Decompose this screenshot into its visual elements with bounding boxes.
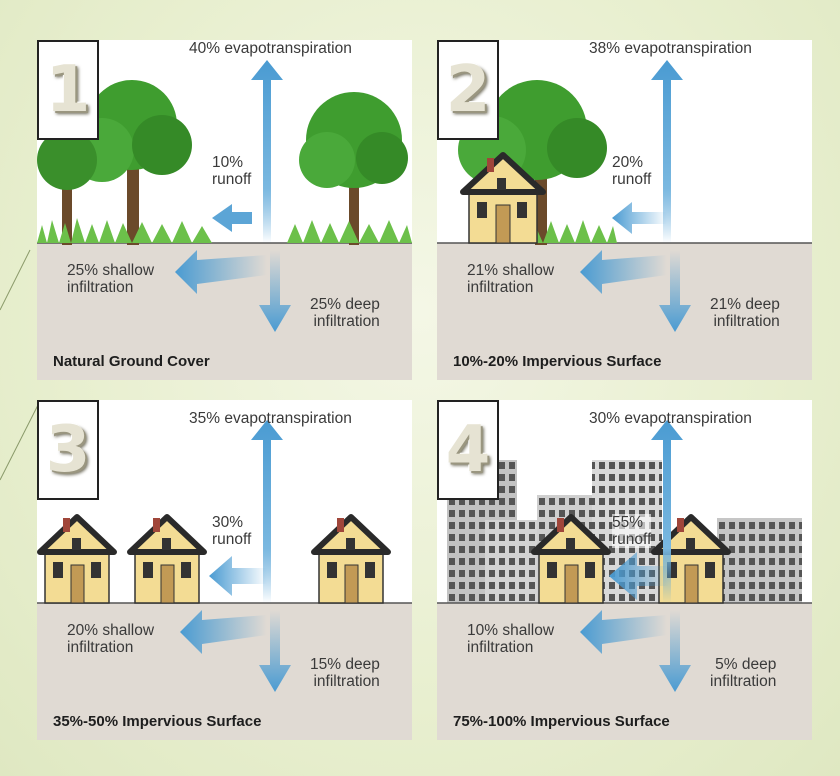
runoff-arrow xyxy=(609,552,669,600)
panel-number: 1 xyxy=(37,40,99,140)
grass-icon xyxy=(37,218,412,243)
evapotranspiration-label: 35% evapotranspiration xyxy=(189,410,352,427)
shallow-infiltration-label: 20% shallow infiltration xyxy=(67,622,155,656)
evapotranspiration-arrow xyxy=(651,420,683,603)
shallow-infiltration-arrow xyxy=(180,610,267,654)
deep-infiltration-label: 15% deep infiltration xyxy=(310,656,380,690)
scene-4 xyxy=(437,420,812,740)
runoff-label: 10% runoff xyxy=(212,154,252,188)
panel-natural-ground-cover: 1 40% evapotranspiration 10% runoff 25% … xyxy=(37,40,412,380)
scene-2 xyxy=(437,60,812,380)
scene-1 xyxy=(37,60,412,380)
runoff-label: 30% runoff xyxy=(212,514,252,548)
runoff-arrow xyxy=(612,202,667,234)
deep-infiltration-label: 21% deep infiltration xyxy=(710,296,780,330)
panel-caption: 75%-100% Impervious Surface xyxy=(453,713,670,730)
evapotranspiration-label: 30% evapotranspiration xyxy=(589,410,752,427)
shallow-infiltration-arrow xyxy=(580,250,667,294)
deep-infiltration-arrow xyxy=(259,250,291,332)
tree-icon xyxy=(299,92,408,245)
panel-caption: 35%-50% Impervious Surface xyxy=(53,713,262,730)
scene-3 xyxy=(37,420,412,740)
deep-infiltration-arrow xyxy=(259,610,291,692)
house-icon xyxy=(37,514,117,604)
grass-icon xyxy=(527,220,617,243)
runoff-arrow xyxy=(212,204,252,232)
house-icon xyxy=(127,514,207,604)
runoff-label: 20% runoff xyxy=(612,154,652,188)
panel-number: 3 xyxy=(37,400,99,500)
shallow-infiltration-label: 10% shallow infiltration xyxy=(467,622,555,656)
evapotranspiration-arrow xyxy=(251,420,283,603)
evapotranspiration-arrow xyxy=(651,60,683,243)
panel-75-100-impervious: 4 30% evapotranspiration 55% runoff 10% … xyxy=(437,400,812,740)
shallow-infiltration-label: 21% shallow infiltration xyxy=(467,262,555,296)
deep-infiltration-arrow xyxy=(659,250,691,332)
house-icon xyxy=(651,514,731,604)
runoff-arrow xyxy=(209,556,267,596)
panel-35-50-impervious: 3 35% evapotranspiration 30% runoff 20% … xyxy=(37,400,412,740)
tree-icon xyxy=(37,130,97,245)
panel-caption: 10%-20% Impervious Surface xyxy=(453,353,662,370)
house-icon xyxy=(531,514,611,604)
panel-number: 4 xyxy=(437,400,499,500)
panel-number: 2 xyxy=(437,40,499,140)
house-icon xyxy=(311,514,391,604)
shallow-infiltration-label: 25% shallow infiltration xyxy=(67,262,155,296)
evapotranspiration-label: 40% evapotranspiration xyxy=(189,40,352,57)
house-icon xyxy=(460,152,546,244)
evapotranspiration-arrow xyxy=(251,60,283,243)
runoff-label: 55% runoff xyxy=(612,514,652,548)
deep-infiltration-label: 5% deep infiltration xyxy=(710,656,777,690)
deep-infiltration-label: 25% deep infiltration xyxy=(310,296,380,330)
panel-10-20-impervious: 2 38% evapotranspiration 20% runoff 21% … xyxy=(437,40,812,380)
shallow-infiltration-arrow xyxy=(175,250,267,294)
panel-caption: Natural Ground Cover xyxy=(53,353,210,370)
shallow-infiltration-arrow xyxy=(580,610,667,654)
deep-infiltration-arrow xyxy=(659,610,691,692)
evapotranspiration-label: 38% evapotranspiration xyxy=(589,40,752,57)
